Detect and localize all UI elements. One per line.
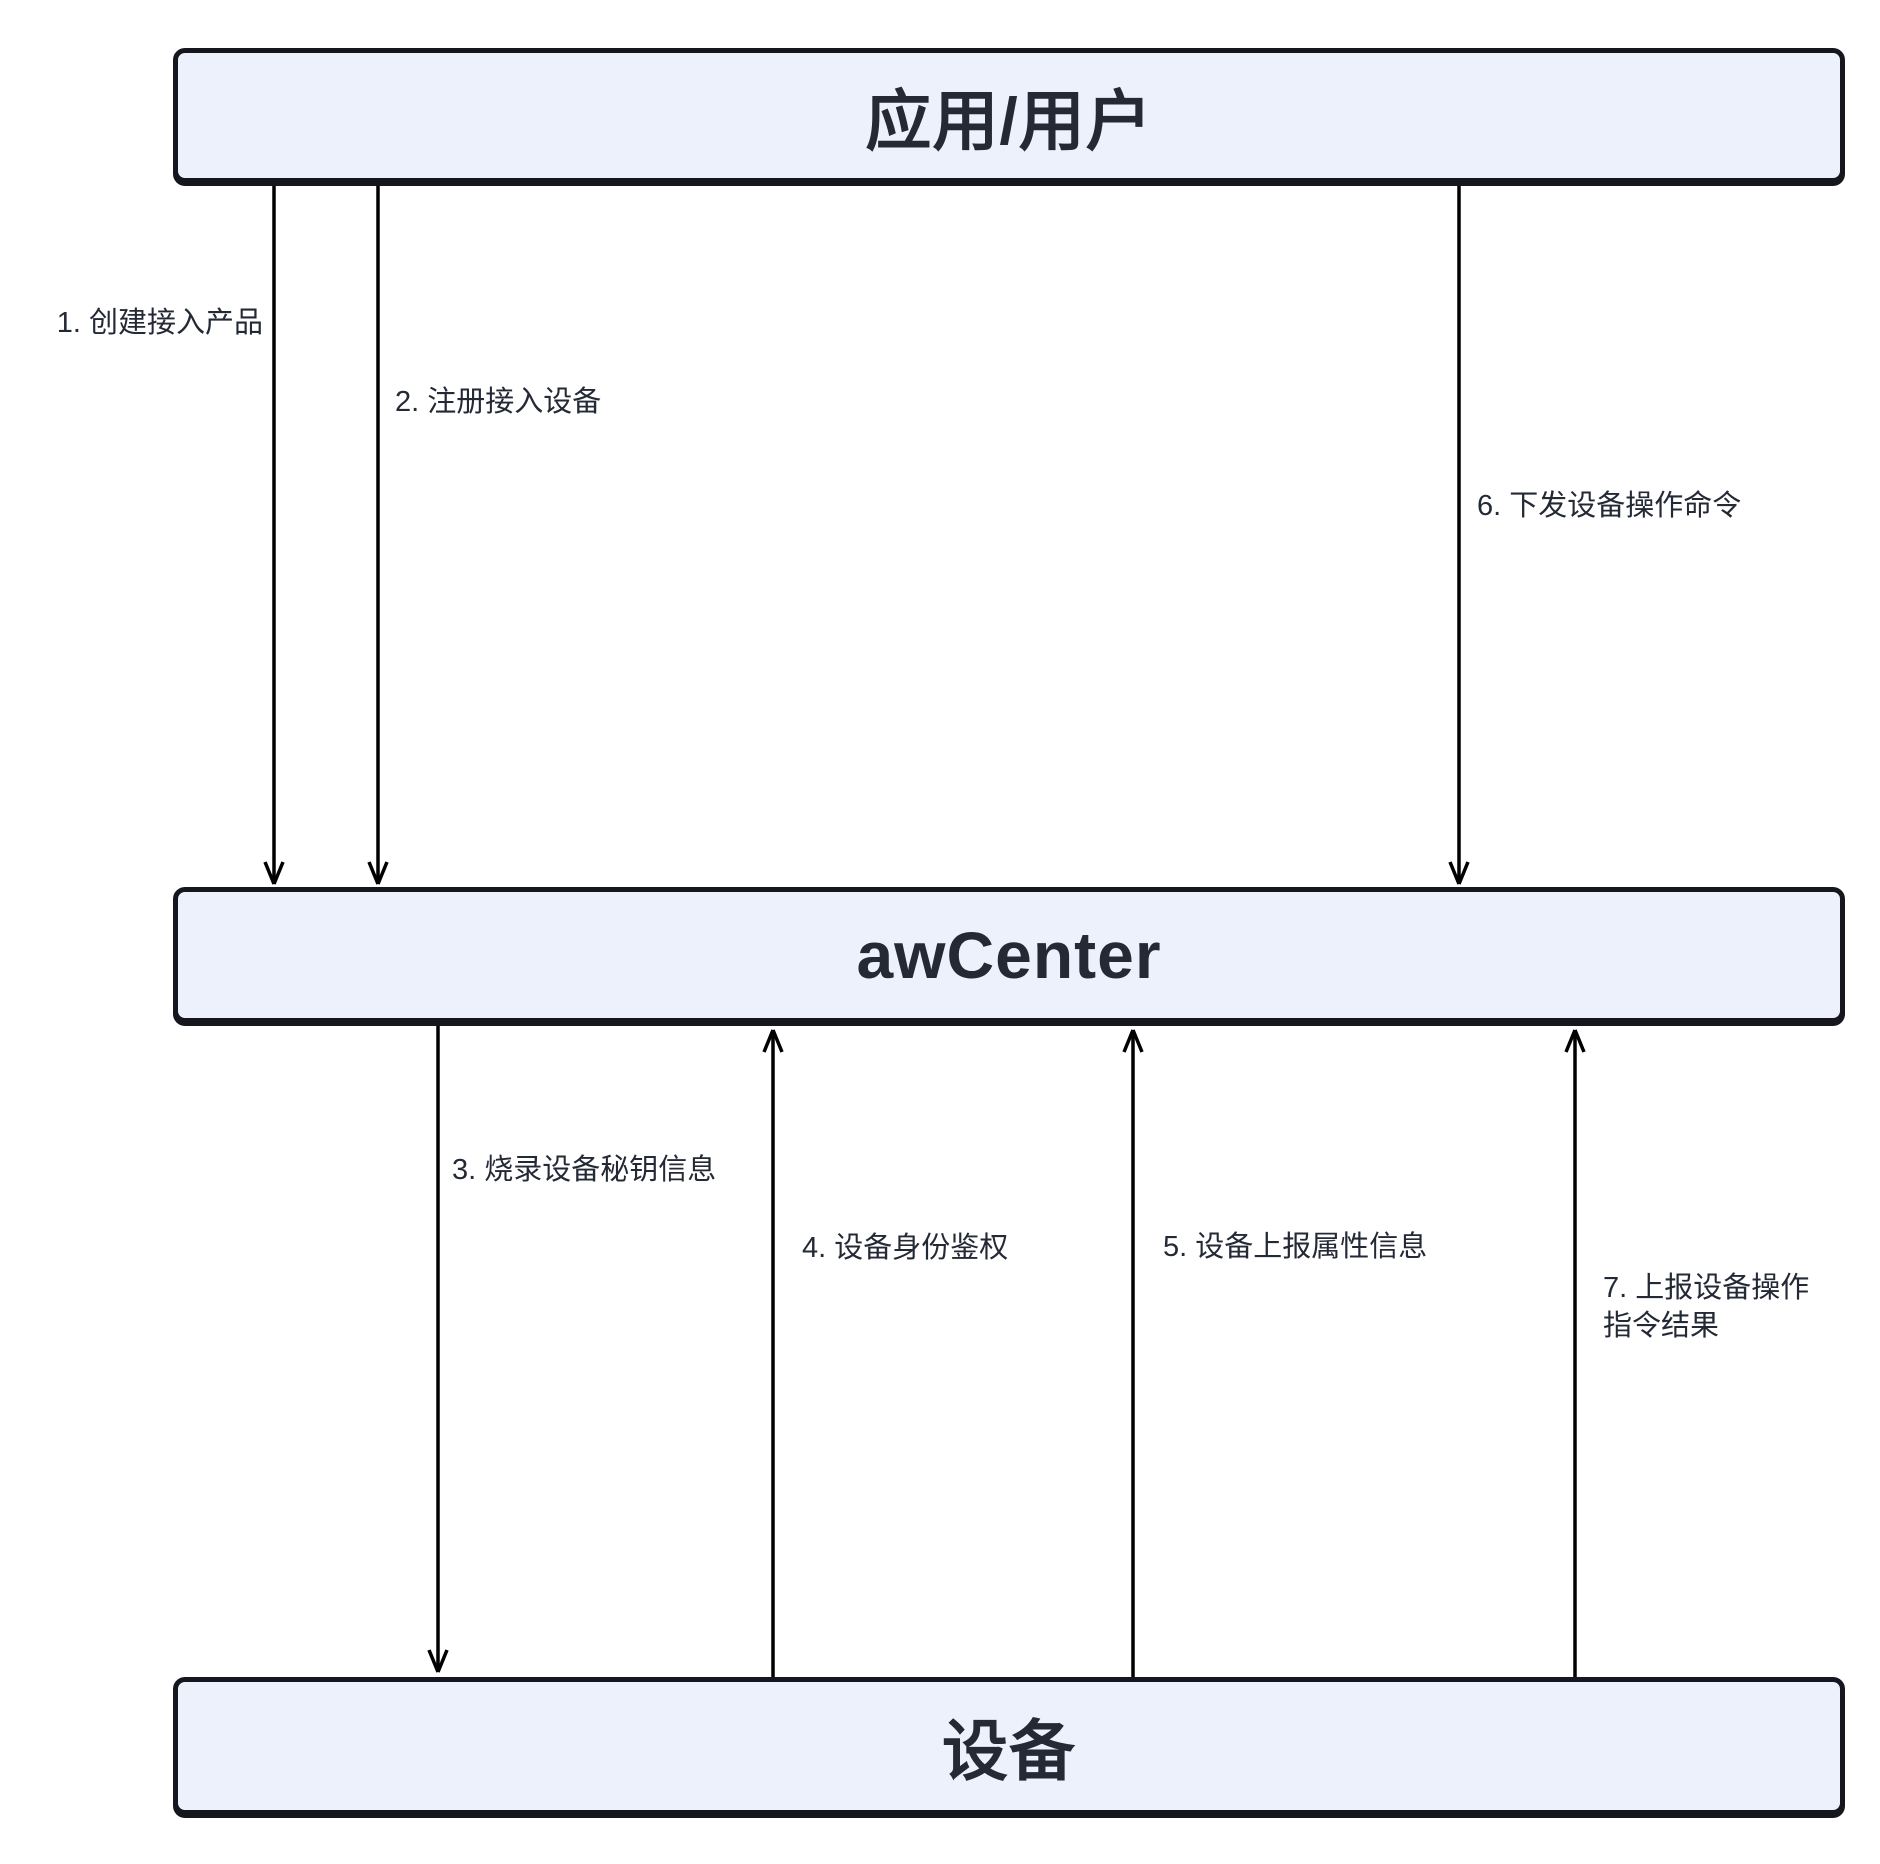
arrow-register-device	[367, 186, 389, 885]
edge-label-burn-secret: 3. 烧录设备秘钥信息	[452, 1154, 717, 1186]
node-device-label: 设备	[942, 1714, 1076, 1788]
edge-label-report-command-result: 7. 上报设备操作指令结果	[1603, 1272, 1810, 1342]
node-app-user: 应用/用户	[173, 48, 1845, 183]
node-app-user-label: 应用/用户	[865, 83, 1153, 158]
node-device: 设备	[173, 1677, 1845, 1815]
node-awcenter: awCenter	[173, 887, 1845, 1023]
arrow-report-command-result	[1564, 1029, 1586, 1677]
arrow-auth	[762, 1029, 784, 1677]
edge-label-report-properties: 5. 设备上报属性信息	[1163, 1231, 1428, 1263]
arrow-create-product	[263, 186, 285, 885]
node-awcenter-label: awCenter	[856, 918, 1162, 992]
arrow-send-command	[1448, 186, 1470, 885]
edge-label-create-product: 1. 创建接入产品	[56, 307, 263, 339]
edge-label-send-command: 6. 下发设备操作命令	[1477, 490, 1742, 522]
arrow-burn-secret	[427, 1026, 449, 1673]
edge-label-register-device: 2. 注册接入设备	[395, 386, 602, 418]
arrow-report-properties	[1122, 1029, 1144, 1677]
edge-label-auth: 4. 设备身份鉴权	[802, 1232, 1009, 1264]
